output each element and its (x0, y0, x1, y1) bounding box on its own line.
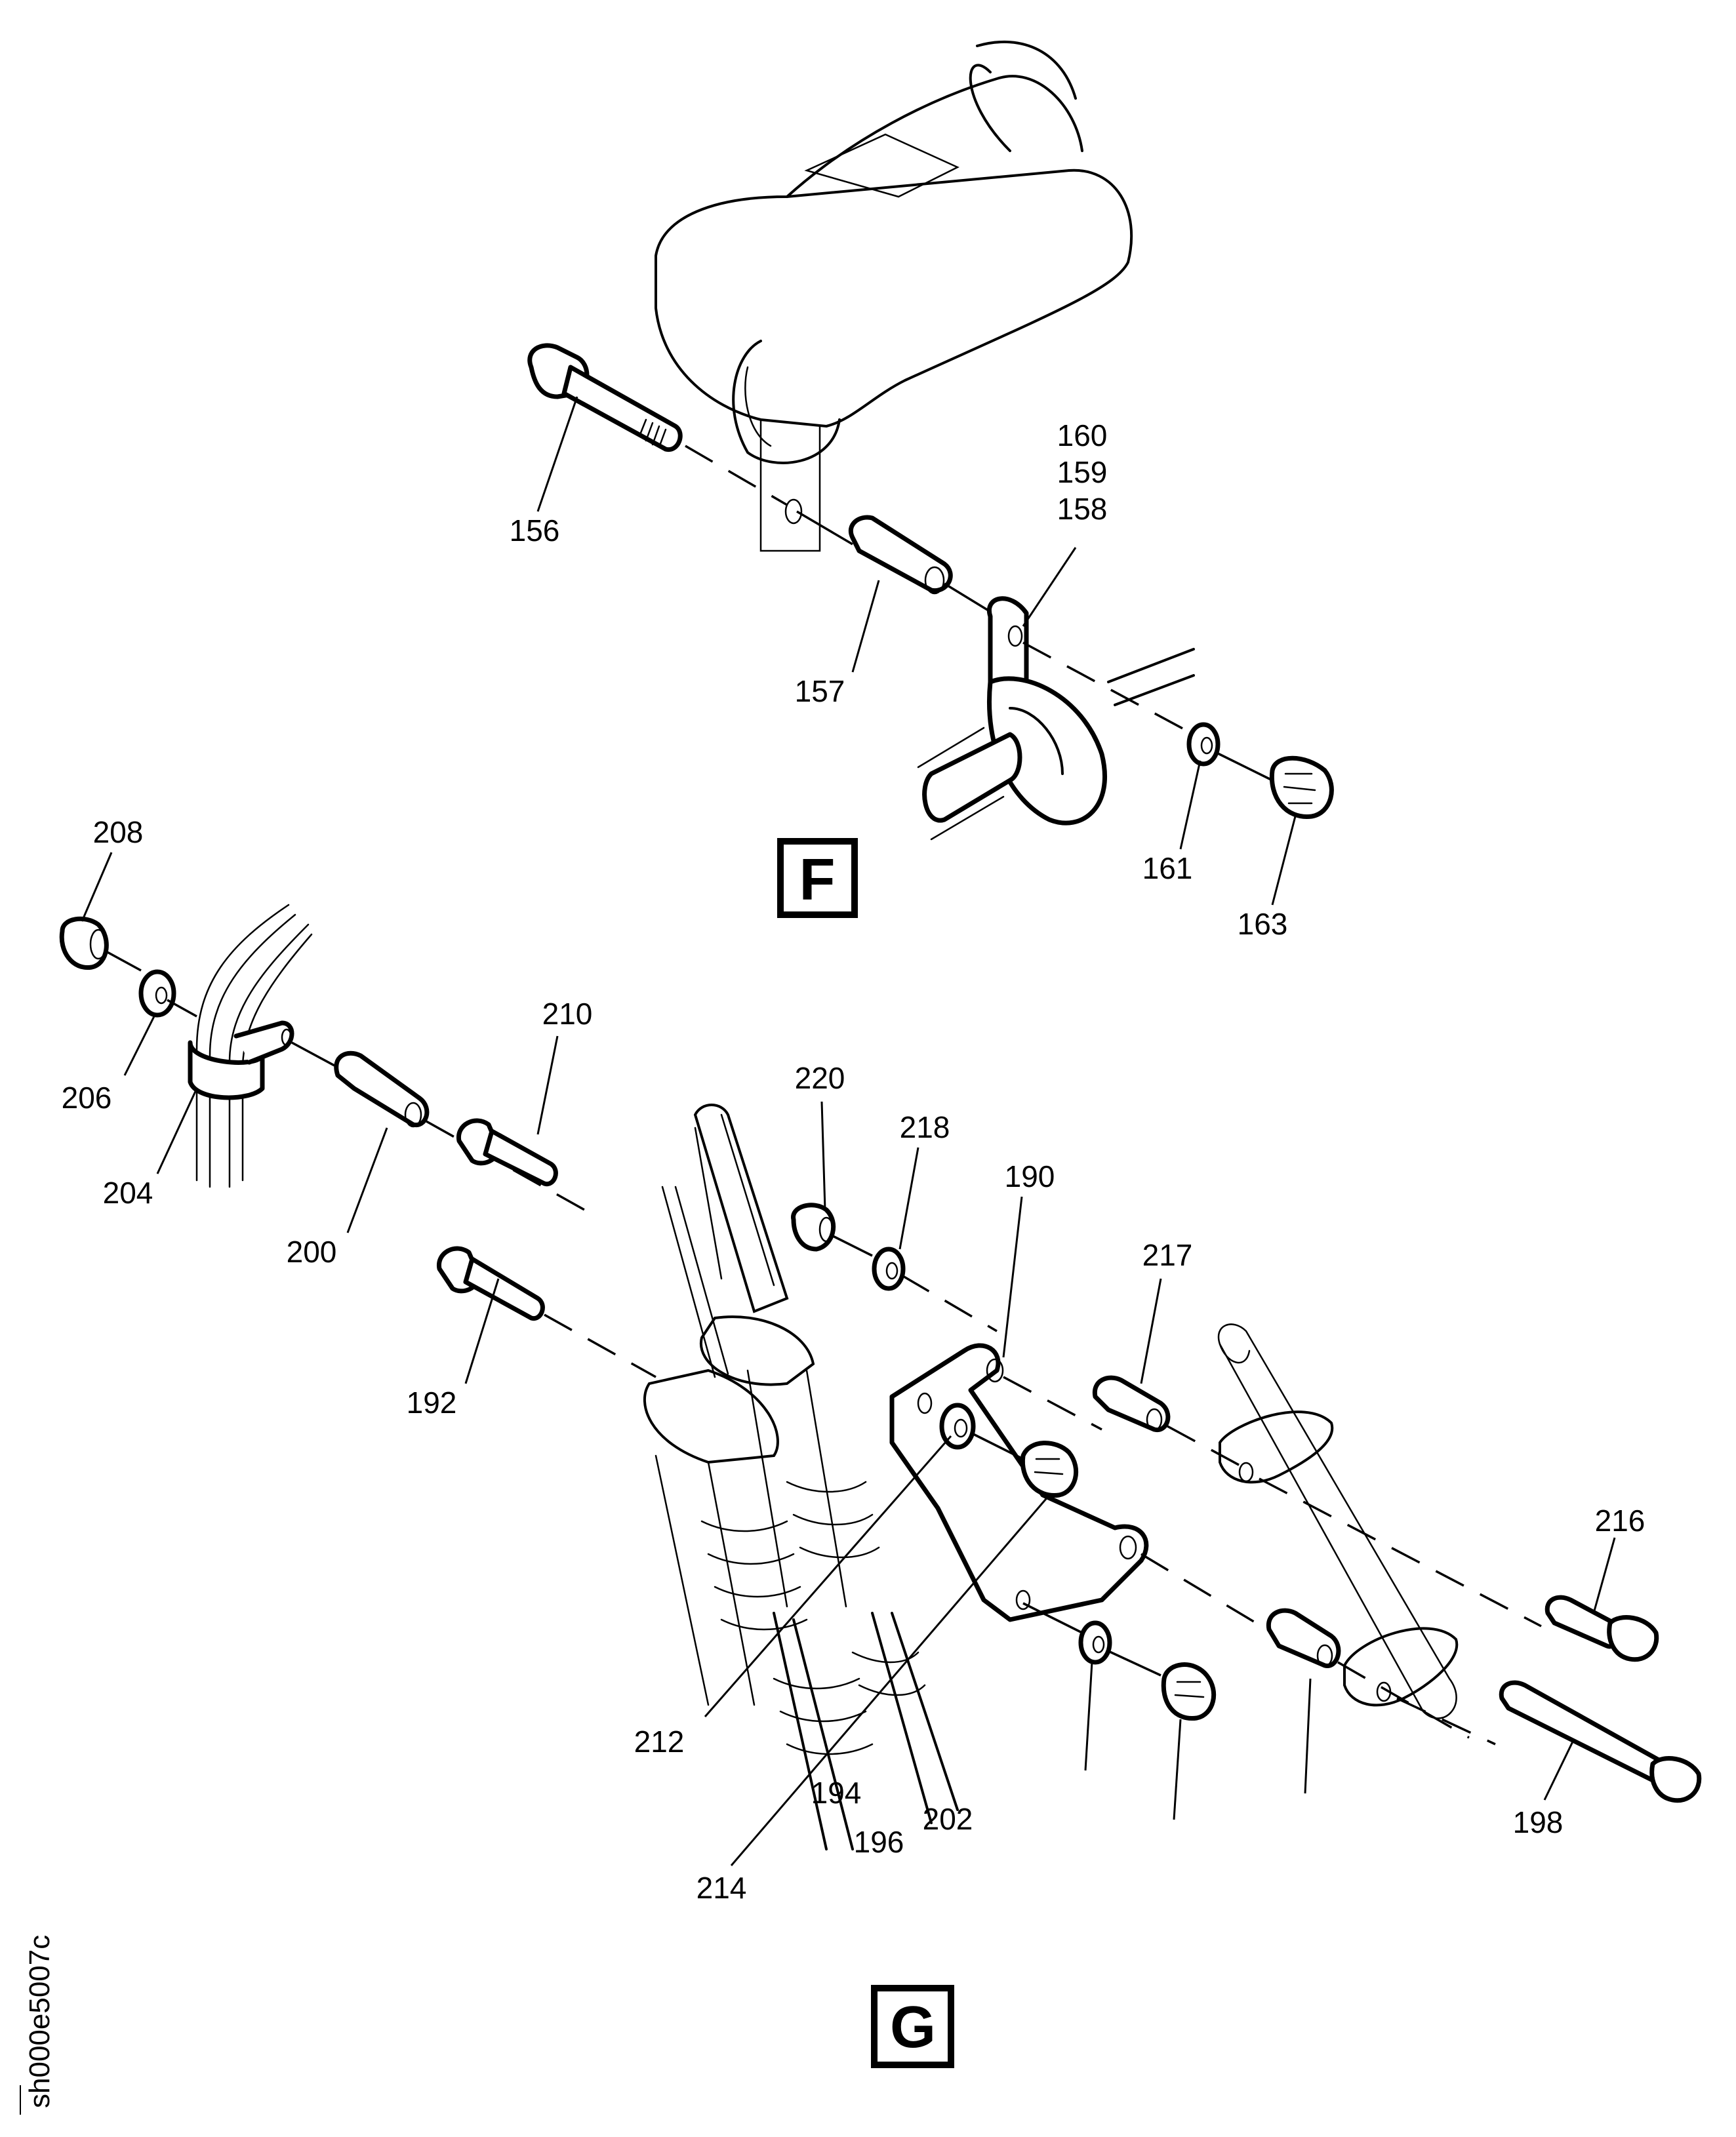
callout-160: 160 (1057, 418, 1108, 452)
callout-192: 192 (407, 1386, 457, 1420)
callout-208: 208 (93, 815, 144, 849)
frame-tube (1217, 1323, 1459, 1719)
callout-220: 220 (795, 1061, 845, 1095)
svg-text:F: F (799, 847, 836, 913)
pipe-bundle (195, 904, 313, 1188)
svg-text:G: G (890, 1995, 936, 2060)
callout-157: 157 (795, 674, 845, 708)
part-206-washer (138, 969, 176, 1018)
view-g-leaders (81, 852, 1616, 1866)
callout-218: 218 (900, 1110, 950, 1144)
callout-214: 214 (696, 1871, 747, 1905)
part-163-nut (1269, 755, 1334, 819)
tank-body (655, 40, 1133, 552)
view-g-assembly: 208 206 204 200 210 192 220 218 190 217 … (59, 815, 1702, 2068)
drawing-reference-code: sh000e5007c (24, 1935, 56, 2108)
part-208-nut (59, 916, 109, 970)
callout-216: 216 (1595, 1504, 1645, 1538)
callout-156: 156 (510, 513, 560, 548)
callout-198: 198 (1513, 1805, 1564, 1839)
view-label-g: G (871, 1985, 954, 2068)
part-198-bolt (1499, 1680, 1702, 1803)
part-210-bolt (456, 1118, 558, 1187)
part-204-clip (188, 1020, 294, 1100)
part-217-spacer (1092, 1375, 1171, 1432)
part-214-nut (1020, 1441, 1079, 1498)
part-196-nut (1161, 1662, 1217, 1721)
part-157-spacer (848, 515, 953, 595)
part-202-spacer (1266, 1608, 1341, 1668)
part-216-bolt (1544, 1595, 1659, 1662)
part-156-bolt (527, 343, 683, 452)
callout-212: 212 (634, 1725, 685, 1759)
callout-204: 204 (103, 1176, 153, 1210)
callout-190: 190 (1005, 1159, 1055, 1193)
view-f-leaders (536, 396, 1297, 906)
part-194-washer (1078, 1620, 1112, 1665)
part-220-nut (791, 1203, 836, 1252)
callout-161: 161 (1142, 851, 1193, 885)
view-label-f: F (777, 838, 858, 918)
callout-163: 163 (1238, 907, 1288, 941)
part-218-washer (872, 1247, 906, 1291)
view-f-assembly: 156 157 160 159 158 161 163 F (510, 40, 1334, 941)
part-158-160-clamp (917, 596, 1195, 841)
callout-217: 217 (1142, 1238, 1193, 1272)
part-200-spacer (334, 1050, 430, 1128)
callout-210: 210 (542, 997, 593, 1031)
callout-196: 196 (854, 1825, 904, 1859)
part-192-bolt (437, 1246, 545, 1321)
callout-206: 206 (62, 1081, 112, 1115)
callout-158: 158 (1057, 492, 1108, 526)
part-161-washer (1186, 722, 1221, 767)
callout-200: 200 (287, 1235, 337, 1269)
callout-159: 159 (1057, 455, 1108, 489)
cable-connectors (643, 1104, 959, 1850)
callout-194: 194 (811, 1776, 862, 1810)
callout-202: 202 (923, 1802, 973, 1836)
reference-code: sh000e5007c (20, 1935, 56, 2115)
